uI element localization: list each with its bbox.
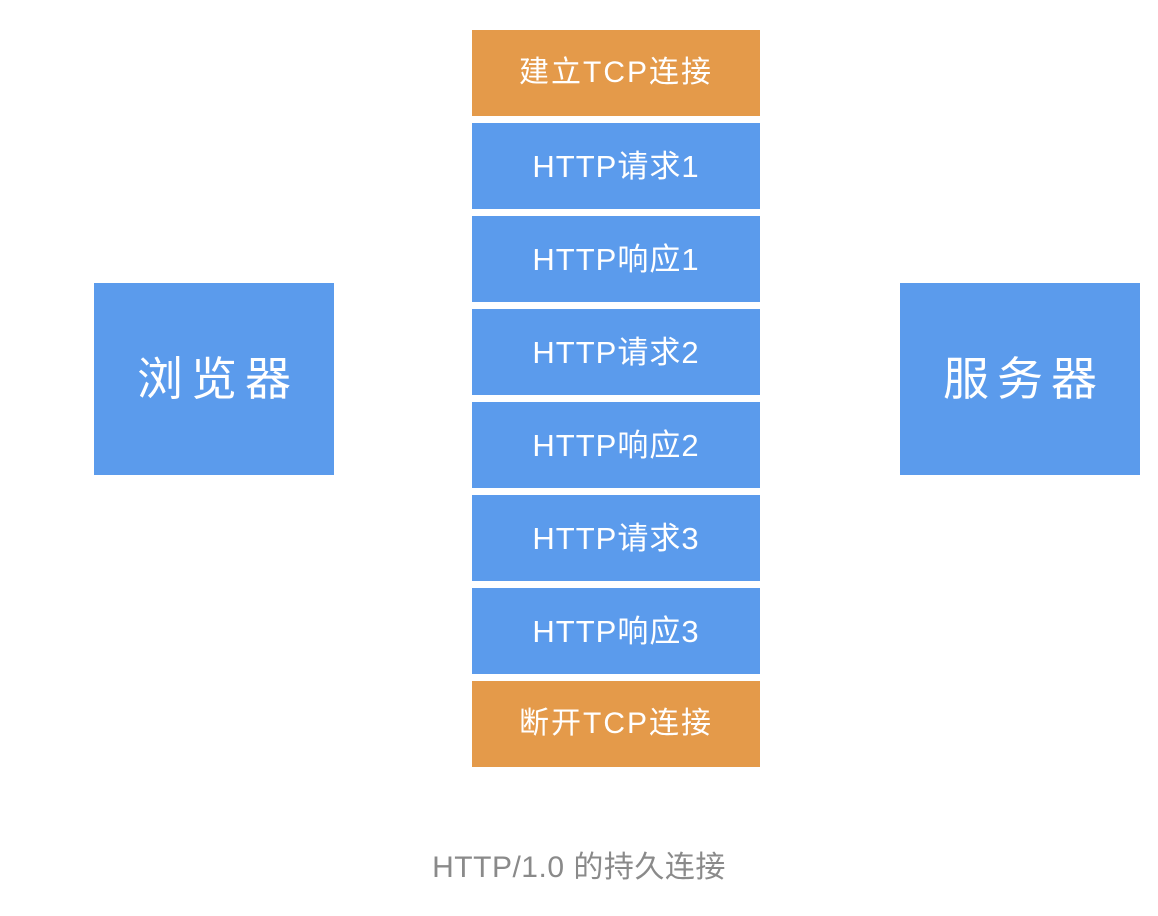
sequence-step-tcp-disconnect: 断开TCP连接: [472, 681, 760, 767]
sequence-step-label: HTTP请求3: [532, 520, 700, 556]
sequence-step-http-request-3: HTTP请求3: [472, 495, 760, 581]
endpoint-box-browser: 浏览器: [94, 283, 334, 475]
endpoint-box-server: 服务器: [900, 283, 1140, 475]
sequence-step-label: HTTP请求1: [532, 148, 700, 184]
sequence-step-http-request-1: HTTP请求1: [472, 123, 760, 209]
sequence-step-http-response-1: HTTP响应1: [472, 216, 760, 302]
sequence-step-label: 断开TCP连接: [519, 707, 713, 740]
sequence-step-http-response-2: HTTP响应2: [472, 402, 760, 488]
sequence-step-http-response-3: HTTP响应3: [472, 588, 760, 674]
sequence-step-label: HTTP请求2: [532, 334, 700, 370]
sequence-step-tcp-connect: 建立TCP连接: [472, 30, 760, 116]
sequence-step-label: 建立TCP连接: [519, 56, 713, 89]
endpoint-label-server: 服务器: [943, 353, 1105, 405]
message-sequence-stack: 建立TCP连接 HTTP请求1 HTTP响应1 HTTP请求2 HTTP响应2 …: [472, 30, 760, 767]
diagram-caption: HTTP/1.0 的持久连接: [0, 848, 1158, 887]
sequence-step-label: HTTP响应3: [532, 613, 700, 649]
sequence-step-label: HTTP响应1: [532, 241, 700, 277]
endpoint-label-browser: 浏览器: [137, 353, 299, 405]
sequence-step-label: HTTP响应2: [532, 427, 700, 463]
diagram-caption-text: HTTP/1.0 的持久连接: [432, 851, 726, 884]
sequence-step-http-request-2: HTTP请求2: [472, 309, 760, 395]
